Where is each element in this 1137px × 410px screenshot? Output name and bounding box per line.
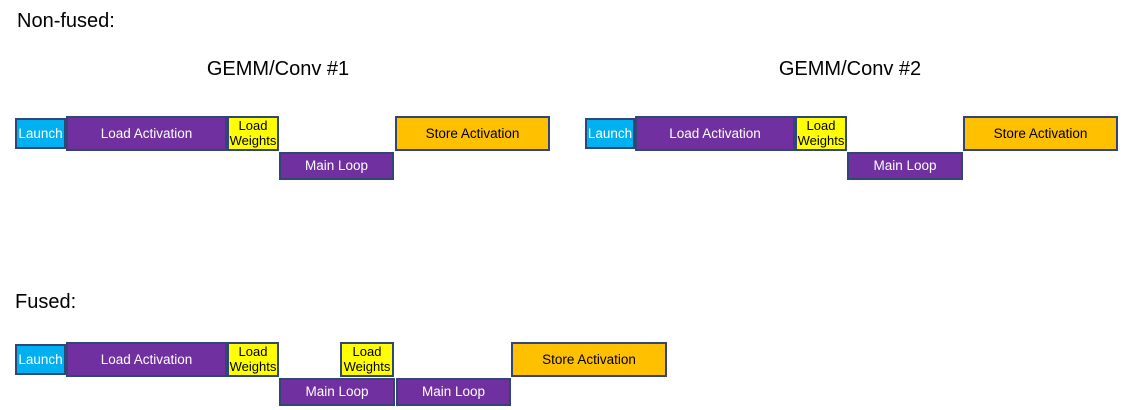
gemm1-load-activation-bar: Load Activation [66, 116, 227, 151]
gemm-conv-1-header: GEMM/Conv #1 [206, 58, 350, 80]
fused-launch-bar: Launch [15, 344, 66, 375]
fused-load-weights-1-bar: Load Weights [227, 342, 279, 377]
gemm2-store-activation-bar: Store Activation [963, 116, 1118, 151]
fused-load-weights-2-bar-label: Load Weights [343, 343, 391, 374]
gemm1-load-weights-bar: Load Weights [227, 116, 279, 151]
gemm2-main-loop-bar-label: Main Loop [873, 158, 937, 174]
gemm2-main-loop-bar: Main Loop [847, 152, 963, 180]
gemm2-launch-bar: Launch [585, 118, 635, 149]
gemm1-launch-bar-label: Launch [18, 125, 63, 141]
gemm2-load-weights-bar-label: Load Weights [797, 117, 845, 148]
gemm1-load-weights-bar-label: Load Weights [229, 117, 277, 148]
fused-main-loop-1-bar: Main Loop [279, 378, 395, 406]
gemm2-load-weights-bar: Load Weights [795, 116, 847, 151]
gemm-conv-2-header: GEMM/Conv #2 [778, 58, 922, 80]
fused-main-loop-1-bar-label: Main Loop [305, 384, 369, 400]
gemm1-main-loop-bar-label: Main Loop [304, 158, 369, 174]
gemm2-load-activation-bar: Load Activation [635, 116, 795, 151]
fused-section-title: Fused: [15, 291, 77, 313]
gemm1-store-activation-bar: Store Activation [395, 116, 550, 151]
gemm1-launch-bar: Launch [15, 118, 66, 149]
gemm1-store-activation-bar-label: Store Activation [425, 125, 520, 141]
fused-store-activation-bar-label: Store Activation [542, 351, 636, 367]
fused-load-weights-2-bar: Load Weights [340, 342, 394, 377]
gemm2-launch-bar-label: Launch [587, 125, 633, 141]
gemm1-load-activation-bar-label: Load Activation [100, 125, 193, 141]
fused-store-activation-bar: Store Activation [511, 342, 667, 377]
fused-launch-bar-label: Launch [18, 351, 63, 367]
gemm2-store-activation-bar-label: Store Activation [993, 125, 1088, 141]
fused-load-weights-1-bar-label: Load Weights [229, 343, 277, 374]
fused-main-loop-2-bar-label: Main Loop [421, 384, 486, 400]
non-fused-section-title: Non-fused: [17, 10, 115, 32]
fused-main-loop-2-bar: Main Loop [396, 378, 511, 406]
gemm1-main-loop-bar: Main Loop [279, 152, 394, 180]
gemm2-load-activation-bar-label: Load Activation [669, 125, 761, 141]
fused-load-activation-bar-label: Load Activation [100, 351, 193, 367]
fused-load-activation-bar: Load Activation [66, 342, 227, 377]
